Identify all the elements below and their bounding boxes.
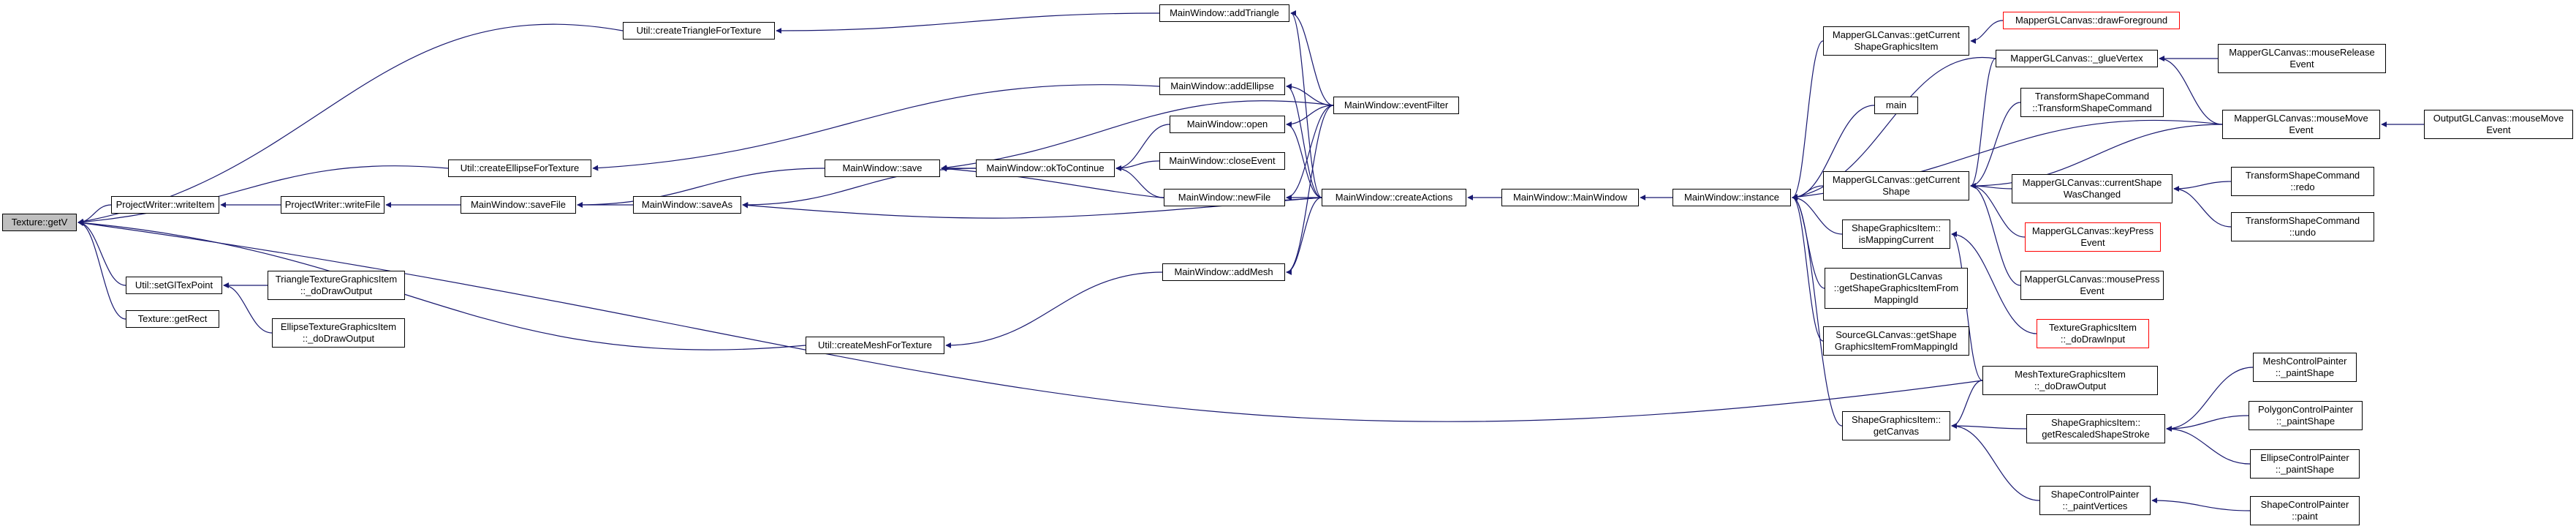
edge-canvas-gluevertex-from-canvas-mousemoveevent — [2159, 56, 2223, 125]
edge-canvas-getcurrentshape-from-canvas-keypress — [1970, 183, 2026, 238]
edge-texture-getv-from-util-createellipse — [77, 165, 449, 225]
node-mw-addmesh[interactable]: MainWindow::addMesh — [1162, 263, 1285, 281]
edge-mw-addmesh-from-mw-createactions — [1286, 197, 1322, 275]
edge-canvas-getcurrentshape-from-transformshapecommand-ctor — [1970, 102, 2021, 189]
edge-sgi-getcanvas-from-sgi-getrescaledshapestroke — [1951, 423, 2027, 429]
edge-mw-instance-from-dest-getshapegraphicsitem — [1792, 195, 1825, 289]
node-shapecontrolpainter-paint[interactable]: ShapeControlPainter ::paint — [2250, 496, 2360, 525]
node-triangle-dodrawoutput[interactable]: TriangleTextureGraphicsItem ::_doDrawOut… — [268, 271, 405, 300]
node-sgi-getrescaledshapestroke[interactable]: ShapeGraphicsItem:: getRescaledShapeStro… — [2026, 414, 2165, 443]
edge-mw-addmesh-from-mw-eventfilter — [1286, 105, 1334, 275]
edge-texture-getv-from-util-createmesh — [77, 220, 806, 350]
node-mw-oktocontinue[interactable]: MainWindow::okToContinue — [976, 160, 1115, 177]
edge-canvas-getcurrentshape-from-canvas-mousepress — [1970, 183, 2021, 286]
node-util-createellipse[interactable]: Util::createEllipseForTexture — [448, 160, 591, 177]
node-util-createtriangle[interactable]: Util::createTriangleForTexture — [623, 22, 775, 40]
edge-shapecontrolpainter-paintvertices-from-shapecontrolpainter-paint — [2151, 498, 2251, 511]
node-mw-addtriangle[interactable]: MainWindow::addTriangle — [1159, 4, 1289, 22]
node-tsc-redo[interactable]: TransformShapeCommand ::redo — [2231, 167, 2374, 196]
node-main[interactable]: main — [1874, 97, 1918, 114]
edge-canvas-getcurrentshape-from-canvas-gluevertex — [1970, 58, 1996, 189]
node-mw-open[interactable]: MainWindow::open — [1170, 116, 1285, 133]
edge-mw-addellipse-from-mw-eventfilter — [1286, 83, 1334, 106]
node-projectwriter-writefile[interactable]: ProjectWriter::writeFile — [281, 196, 384, 214]
edge-mw-instance-from-sgi-ismappingcurrent — [1792, 195, 1843, 235]
node-mw-saveas[interactable]: MainWindow::saveAs — [633, 196, 741, 214]
node-projectwriter-writeitem[interactable]: ProjectWriter::writeItem — [111, 196, 219, 214]
node-mw-mainwindow[interactable]: MainWindow::MainWindow — [1501, 189, 1639, 206]
edge-canvas-currentshapewaschanged-from-tsc-undo — [2173, 186, 2232, 228]
node-sgi-ismappingcurrent[interactable]: ShapeGraphicsItem:: isMappingCurrent — [1842, 220, 1950, 249]
node-canvas-mousepress[interactable]: MapperGLCanvas::mousePress Event — [2020, 271, 2164, 300]
node-canvas-getcurrentshape[interactable]: MapperGLCanvas::getCurrent Shape — [1823, 171, 1969, 200]
edge-mw-oktocontinue-from-mw-open — [1115, 124, 1170, 171]
edge-mw-addellipse-from-mw-createactions — [1286, 83, 1322, 198]
node-mw-createactions[interactable]: MainWindow::createActions — [1322, 189, 1466, 206]
edge-mw-instance-from-sgi-getcanvas — [1792, 195, 1843, 427]
node-source-getshapegraphicsitem[interactable]: SourceGLCanvas::getShape GraphicsItemFro… — [1823, 326, 1969, 356]
edge-sgi-getrescaledshapestroke-from-ellipsecontrolpainter-paintshape — [2166, 426, 2251, 465]
node-shapecontrolpainter-paintvertices[interactable]: ShapeControlPainter ::_paintVertices — [2039, 486, 2151, 515]
node-canvas-mousereleaseevent[interactable]: MapperGLCanvas::mouseRelease Event — [2218, 44, 2386, 73]
edge-util-createellipse-from-mw-addellipse — [592, 84, 1160, 171]
edge-mw-open-from-mw-eventfilter — [1286, 105, 1334, 127]
node-ellipse-dodrawoutput[interactable]: EllipseTextureGraphicsItem ::_doDrawOutp… — [272, 318, 405, 348]
node-dest-getshapegraphicsitem[interactable]: DestinationGLCanvas ::getShapeGraphicsIt… — [1825, 268, 1968, 309]
edge-sgi-getcanvas-from-shapecontrolpainter-paintvertices — [1951, 423, 2040, 501]
edge-texture-getv-from-util-setgltexpoint — [77, 220, 126, 286]
node-mw-closeevent[interactable]: MainWindow::closeEvent — [1159, 152, 1285, 170]
edge-mw-addtriangle-from-mw-createactions — [1290, 10, 1322, 198]
edge-texture-getv-from-texture-getrect — [77, 220, 126, 320]
node-texturegi-dodrawinput[interactable]: TextureGraphicsItem ::_doDrawInput — [2037, 319, 2149, 348]
node-ellipsecontrolpainter-paintshape[interactable]: EllipseControlPainter ::_paintShape — [2250, 449, 2360, 479]
edge-texture-getv-from-meshtexture-dodrawoutput — [77, 220, 1983, 422]
node-meshcontrolpainter-paintshape[interactable]: MeshControlPainter ::_paintShape — [2253, 353, 2357, 382]
node-outputcanvas-mousemoveevent[interactable]: OutputGLCanvas::mouseMove Event — [2424, 110, 2573, 139]
node-mw-savefile[interactable]: MainWindow::saveFile — [461, 196, 576, 214]
edge-canvas-currentshapewaschanged-from-tsc-redo — [2173, 181, 2232, 192]
edge-sgi-ismappingcurrent-from-texturegi-dodrawinput — [1951, 231, 2037, 334]
node-canvas-keypress[interactable]: MapperGLCanvas::keyPress Event — [2025, 222, 2161, 252]
edge-sgi-getrescaledshapestroke-from-polygoncontrolpainter-paintshape — [2166, 415, 2249, 432]
edge-mw-newfile-from-mw-eventfilter — [1286, 105, 1334, 200]
edge-canvas-getcurrentshapegraphicsitem-from-canvas-drawforeground — [1970, 20, 2004, 44]
node-mw-instance[interactable]: MainWindow::instance — [1672, 189, 1791, 206]
edge-mw-savefile-from-mw-save — [577, 168, 825, 208]
edge-util-createmesh-from-mw-addmesh — [945, 271, 1163, 348]
node-transformshapecommand-ctor[interactable]: TransformShapeCommand ::TransformShapeCo… — [2020, 88, 2164, 117]
node-polygoncontrolpainter-paintshape[interactable]: PolygonControlPainter ::_paintShape — [2249, 401, 2363, 430]
node-texture-getv: Texture::getV — [2, 214, 77, 231]
node-mw-eventfilter[interactable]: MainWindow::eventFilter — [1333, 97, 1459, 114]
edge-util-createtriangle-from-mw-addtriangle — [776, 12, 1160, 34]
node-tsc-undo[interactable]: TransformShapeCommand ::undo — [2231, 212, 2374, 241]
edge-mw-open-from-mw-createactions — [1286, 121, 1322, 198]
node-canvas-drawforeground[interactable]: MapperGLCanvas::drawForeground — [2003, 12, 2180, 29]
edge-mw-instance-from-canvas-getcurrentshapegraphicsitem — [1792, 40, 1824, 200]
edge-mw-instance-from-source-getshapegraphicsitem — [1792, 195, 1824, 342]
edge-sgi-getcanvas-from-meshtexture-dodrawoutput — [1951, 380, 1983, 429]
node-canvas-currentshapewaschanged[interactable]: MapperGLCanvas::currentShape WasChanged — [2012, 174, 2172, 203]
node-util-setgltexpoint[interactable]: Util::setGlTexPoint — [126, 277, 222, 294]
node-meshtexture-dodrawoutput[interactable]: MeshTextureGraphicsItem ::_doDrawOutput — [1982, 366, 2158, 395]
node-mw-addellipse[interactable]: MainWindow::addEllipse — [1159, 78, 1285, 95]
node-util-createmesh[interactable]: Util::createMeshForTexture — [806, 337, 944, 354]
node-mw-newfile[interactable]: MainWindow::newFile — [1164, 189, 1285, 206]
node-texture-getrect[interactable]: Texture::getRect — [126, 310, 219, 328]
node-mw-save[interactable]: MainWindow::save — [825, 160, 940, 177]
edge-mw-save-from-mw-eventfilter — [941, 100, 1334, 171]
edge-util-setgltexpoint-from-ellipse-dodrawoutput — [223, 282, 273, 334]
node-canvas-mousemoveevent[interactable]: MapperGLCanvas::mouseMove Event — [2222, 110, 2380, 139]
node-canvas-getcurrentshapegraphicsitem[interactable]: MapperGLCanvas::getCurrent ShapeGraphics… — [1823, 26, 1969, 56]
node-sgi-getcanvas[interactable]: ShapeGraphicsItem:: getCanvas — [1842, 411, 1950, 440]
node-canvas-gluevertex[interactable]: MapperGLCanvas::_glueVertex — [1996, 50, 2158, 67]
edge-mw-oktocontinue-from-mw-newfile — [1115, 165, 1164, 198]
edge-texture-getv-from-util-createtriangle — [77, 23, 624, 225]
edge-mw-addtriangle-from-mw-eventfilter — [1290, 10, 1334, 106]
edge-sgi-getrescaledshapestroke-from-meshcontrolpainter-paintshape — [2166, 367, 2254, 432]
